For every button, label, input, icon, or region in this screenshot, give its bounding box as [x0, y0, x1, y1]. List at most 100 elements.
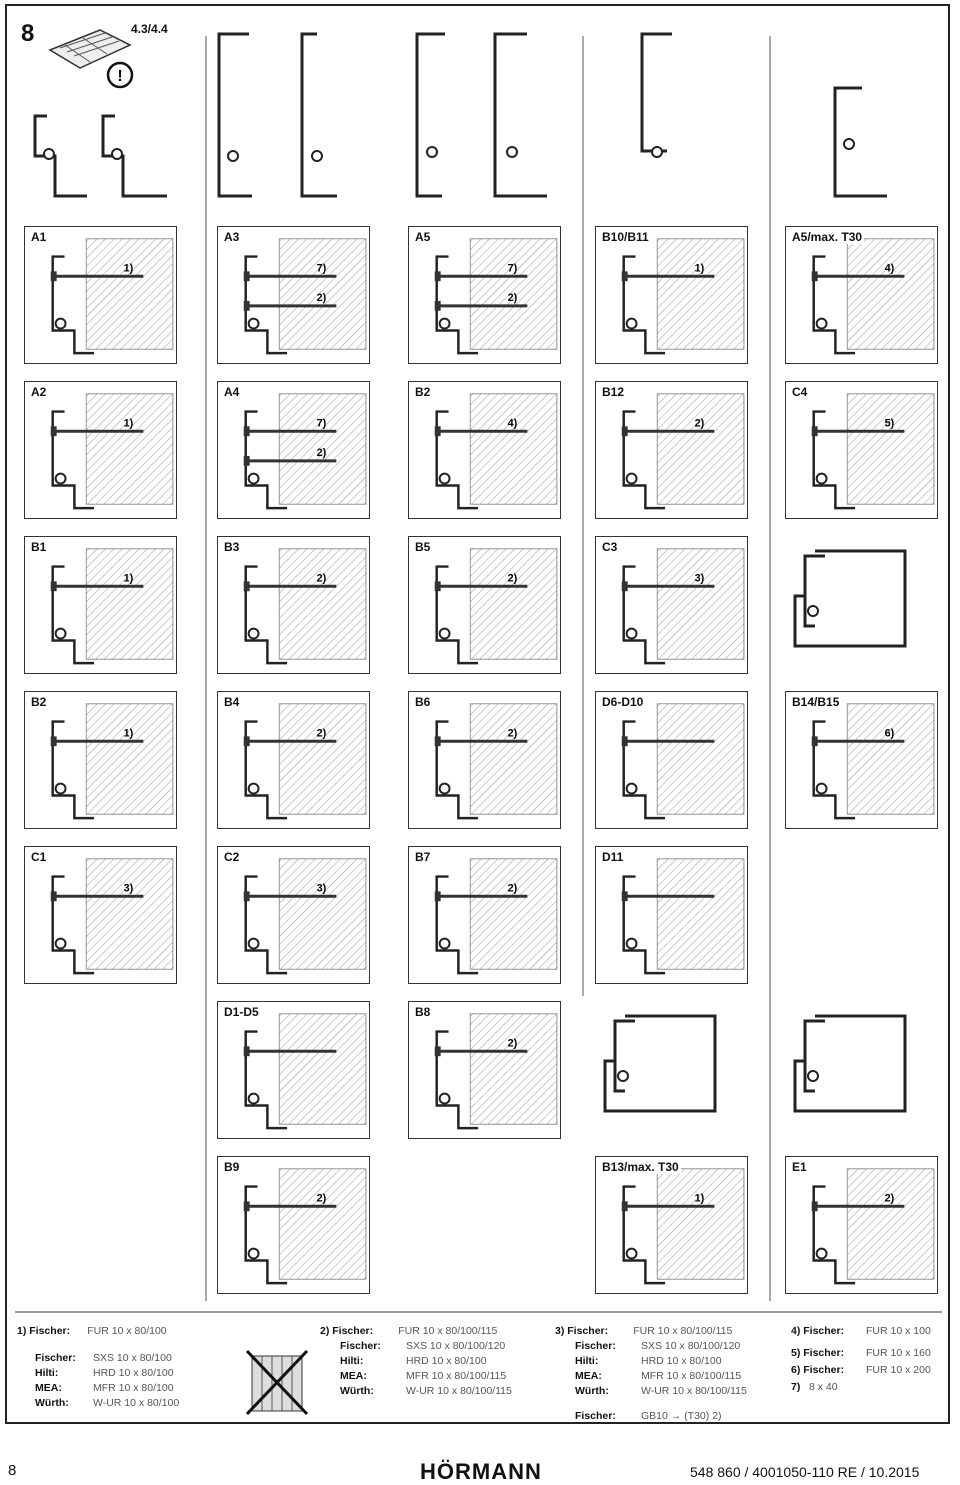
anchor-detail-drawing: 2) — [243, 1168, 367, 1285]
anchor-detail-drawing: 1) — [50, 703, 174, 820]
anchor-detail-drawing: 2) — [621, 393, 745, 510]
legend-key: Fischer: — [567, 1325, 609, 1337]
page-number: 8 — [8, 1462, 17, 1479]
callout-label: 1) — [124, 417, 134, 429]
legend-key: 4) Fischer: — [791, 1325, 845, 1337]
detail-panel-a5: A5 7) 2) — [408, 226, 561, 364]
legend-key: 7) — [791, 1381, 801, 1393]
panel-label: B4 — [222, 695, 242, 709]
anchor-detail-drawing: 1) — [50, 393, 174, 510]
legend-value: FUR 10 x 200 — [866, 1364, 931, 1376]
legend-key: Fischer: — [575, 1340, 616, 1352]
legend-key: Fischer: — [35, 1352, 76, 1364]
legend-1: 1) Fischer:FUR 10 x 80/100 Fischer:SXS 1… — [17, 1324, 179, 1411]
anchor-detail-drawing: 1) — [50, 548, 174, 665]
legend-key: Hilti: — [35, 1367, 59, 1379]
anchor-detail-drawing: 2) — [243, 703, 367, 820]
frame-profile-panel — [785, 536, 938, 674]
detail-panel-b13-t30: B13/max. T30 1) — [595, 1156, 748, 1294]
legend-value: W-UR 10 x 80/100/115 — [641, 1385, 747, 1397]
legend-value: FUR 10 x 80/100/115 — [633, 1325, 733, 1337]
legend-value: MFR 10 x 80/100 — [93, 1382, 174, 1394]
legend-value: FUR 10 x 100 — [866, 1325, 931, 1337]
callout-label: 2) — [317, 572, 327, 584]
anchor-detail-drawing: 2) — [434, 858, 558, 975]
panel-label: B2 — [29, 695, 49, 709]
legend-key: Würth: — [340, 1385, 374, 1397]
legend-value: W-UR 10 x 80/100/115 — [406, 1385, 512, 1397]
anchor-detail-drawing: 2) — [811, 1168, 935, 1285]
panel-label: B10/B11 — [600, 230, 651, 244]
legend-value: SXS 10 x 80/100/120 — [406, 1340, 506, 1352]
callout-label: 2) — [508, 572, 518, 584]
callout-label: 4) — [885, 262, 895, 274]
frame-profile-drawing — [793, 549, 907, 648]
legend-key: Fischer: — [332, 1325, 374, 1337]
document-number: 548 860 / 4001050-110 RE / 10.2015 — [690, 1464, 920, 1480]
callout-label: 5) — [885, 417, 895, 429]
callout-label: 2) — [317, 292, 327, 304]
callout-label: 2) — [885, 1192, 895, 1204]
svg-text:!: ! — [117, 68, 122, 85]
frame-profile-drawing — [793, 1014, 907, 1113]
legend-value: GB10 → (T30) 2) — [641, 1410, 722, 1422]
anchor-detail-drawing: 5) — [811, 393, 935, 510]
anchor-detail-drawing: 2) — [434, 703, 558, 820]
legend-key: Fischer: — [29, 1325, 71, 1337]
panel-label: B1 — [29, 540, 49, 554]
callout-label: 1) — [124, 262, 134, 274]
legend-number: 1) — [17, 1325, 27, 1337]
legend-divider — [15, 1311, 942, 1313]
legend-key: Fischer: — [340, 1340, 381, 1352]
figure-number: 8 — [21, 20, 35, 47]
panel-label: A4 — [222, 385, 242, 399]
panel-label: C3 — [600, 540, 620, 554]
anchor-detail-drawing: 1) — [621, 1168, 745, 1285]
column-divider — [582, 36, 584, 996]
legend-3: 3) Fischer:FUR 10 x 80/100/115 Fischer:S… — [555, 1324, 747, 1424]
callout-label: 2) — [317, 447, 327, 459]
callout-label: 3) — [124, 882, 134, 894]
detail-panel-d6-d10: D6-D10 — [595, 691, 748, 829]
panel-label: B13/max. T30 — [600, 1160, 681, 1174]
callout-label: 7) — [317, 417, 327, 429]
callout-label: 2) — [508, 292, 518, 304]
panel-label: B2 — [413, 385, 433, 399]
legend-number: 3) — [555, 1325, 565, 1337]
legend-value: FUR 10 x 160 — [866, 1347, 931, 1359]
legend-key: 5) Fischer: — [791, 1347, 845, 1359]
panel-label: B5 — [413, 540, 433, 554]
legend-number: 2) — [320, 1325, 330, 1337]
callout-label: 7) — [508, 262, 518, 274]
detail-panel-a4: A4 7) 2) — [217, 381, 370, 519]
panel-label: A3 — [222, 230, 242, 244]
legend-key: Fischer: — [575, 1410, 616, 1422]
anchor-detail-drawing: 7) 2) — [243, 393, 367, 510]
detail-panel-d1-d5: D1-D5 — [217, 1001, 370, 1139]
panel-label: B7 — [413, 850, 433, 864]
panel-label: A5 — [413, 230, 433, 244]
callout-label: 2) — [508, 1037, 518, 1049]
anchor-detail-drawing: 7) 2) — [434, 238, 558, 355]
panel-label: B12 — [600, 385, 627, 399]
panel-label: A1 — [29, 230, 49, 244]
frame-profile-panel — [595, 1001, 748, 1139]
callout-label: 1) — [695, 1192, 705, 1204]
anchor-detail-drawing: 4) — [811, 238, 935, 355]
panel-label: E1 — [790, 1160, 809, 1174]
panel-label: B9 — [222, 1160, 242, 1174]
column-divider — [769, 36, 771, 1301]
anchor-detail-drawing: 2) — [434, 1013, 558, 1130]
callout-label: 1) — [124, 727, 134, 739]
